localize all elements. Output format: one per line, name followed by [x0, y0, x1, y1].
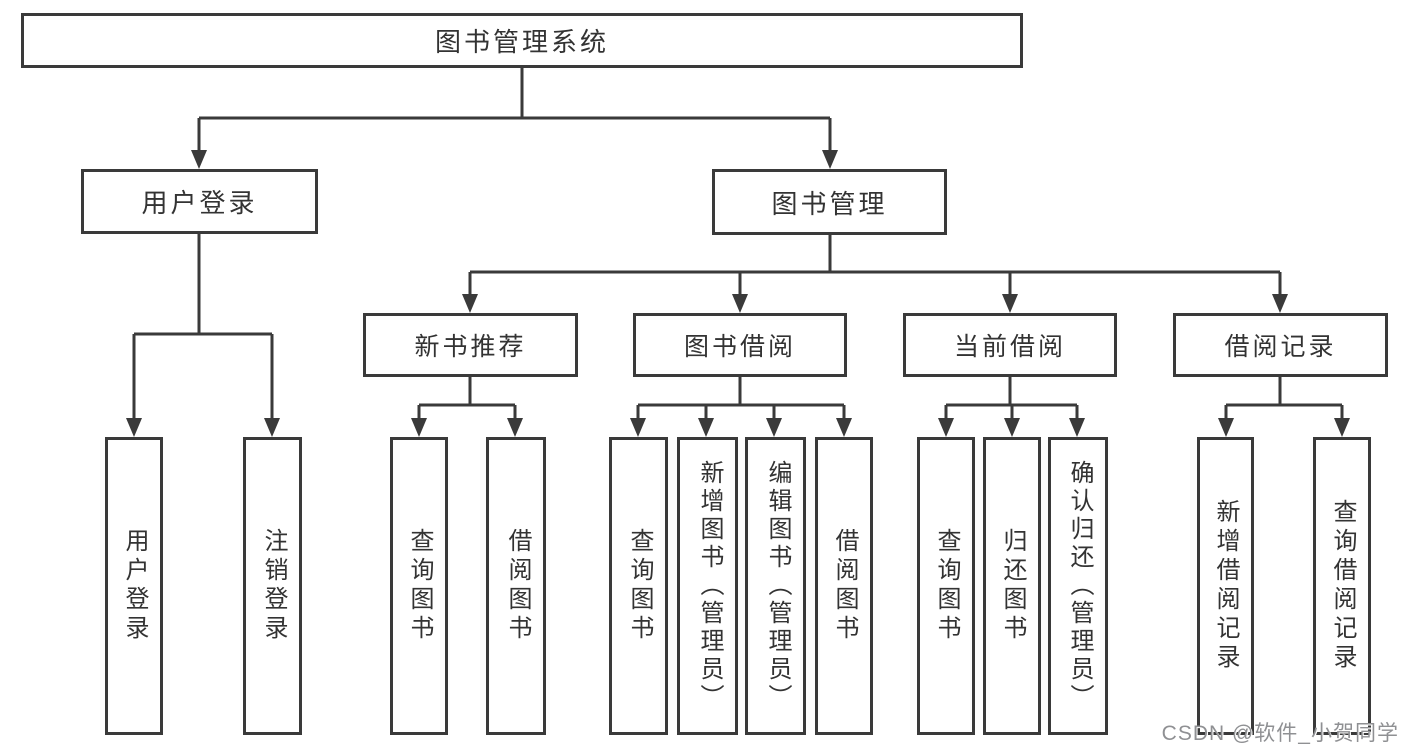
node-current-borrowing: 当前借阅 [903, 313, 1117, 377]
leaf-logout: 注销登录 [243, 437, 302, 735]
node-book-borrowing: 图书借阅 [633, 313, 847, 377]
leaf-query-books-borrowing: 查询图书 [609, 437, 668, 735]
leaf-confirm-return-admin: 确认归还（管理员） [1048, 437, 1108, 735]
leaf-query-borrow-record: 查询借阅记录 [1313, 437, 1371, 735]
node-user-login: 用户登录 [81, 169, 318, 234]
leaf-add-books-admin: 新增图书（管理员） [677, 437, 738, 735]
leaf-add-borrow-record: 新增借阅记录 [1197, 437, 1254, 735]
csdn-watermark: CSDN @软件_小贺同学 [1161, 722, 1399, 745]
leaf-query-books-recommend: 查询图书 [390, 437, 448, 735]
node-root: 图书管理系统 [21, 13, 1023, 68]
leaf-return-books: 归还图书 [983, 437, 1041, 735]
node-new-book-recommend: 新书推荐 [363, 313, 578, 377]
node-book-management: 图书管理 [712, 169, 947, 235]
leaf-user-login: 用户登录 [105, 437, 163, 735]
leaf-query-books-current: 查询图书 [917, 437, 975, 735]
leaf-edit-books-admin: 编辑图书（管理员） [745, 437, 806, 735]
tree-edges [132, 68, 1344, 424]
leaf-borrow-books: 借阅图书 [815, 437, 873, 735]
node-borrow-records: 借阅记录 [1173, 313, 1388, 377]
leaf-borrow-books-recommend: 借阅图书 [486, 437, 546, 735]
